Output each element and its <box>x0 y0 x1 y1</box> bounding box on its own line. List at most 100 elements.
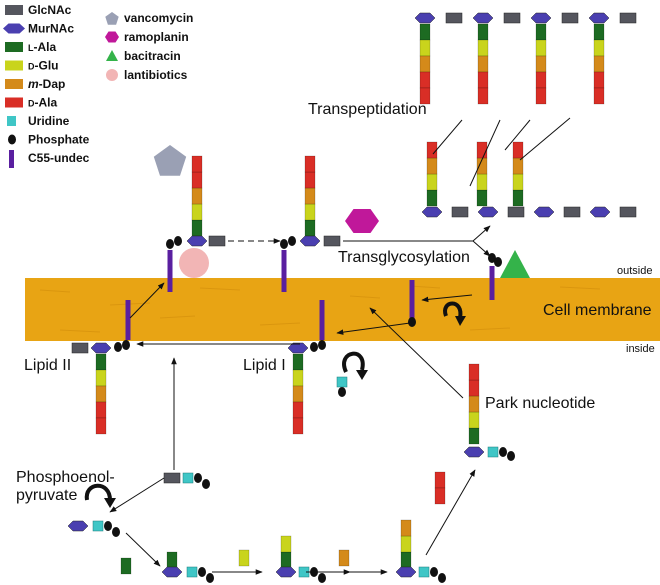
phosphate-unit <box>288 236 296 246</box>
legend-label-mdap: m-Dap <box>28 77 65 91</box>
udp-glcnac <box>163 472 210 489</box>
legend-label-rest: -Dap <box>39 77 66 91</box>
curved-arrow-pep <box>84 483 112 501</box>
lala-unit <box>191 219 203 237</box>
udp-murnac <box>67 520 120 537</box>
lala-unit <box>512 189 524 207</box>
legend-label-dglu: D-Glu <box>28 59 59 73</box>
lala-unit <box>280 551 292 569</box>
arrow-recycle-down <box>336 322 411 335</box>
phosphate-unit <box>499 447 507 457</box>
dala-unit <box>419 87 431 105</box>
pep-label-line1: Phosphoenol- <box>16 469 115 486</box>
murnac-unit <box>414 12 436 24</box>
phosphate-unit <box>166 239 174 249</box>
legend-label-rest: -Ala <box>34 40 57 54</box>
dala-unit <box>476 141 488 159</box>
antibiotic-legend: vancomycinramoplaninbacitracinlantibioti… <box>105 11 193 82</box>
curved-arrows <box>84 301 463 501</box>
dala-unit <box>477 87 489 105</box>
glcnac-unit <box>71 342 89 354</box>
legend-label-c55: C55-undec <box>28 151 90 165</box>
dglu-unit <box>95 369 107 387</box>
dala-unit <box>593 71 605 89</box>
lala-unit <box>292 353 304 371</box>
dglu-unit <box>468 411 480 429</box>
crosslink-1 <box>432 119 463 155</box>
dala-unit <box>593 87 605 105</box>
lipid-i-inside <box>287 300 326 435</box>
murnac-unit <box>530 12 552 24</box>
mdap-unit <box>191 187 203 205</box>
dala-unit <box>95 401 107 419</box>
legend-item-uridine: Uridine <box>7 114 70 128</box>
lala-unit <box>476 189 488 207</box>
dala-unit <box>477 71 489 89</box>
mdap-unit <box>400 519 412 537</box>
lipid-ii-outside <box>153 145 226 292</box>
phosphate-unit <box>104 521 112 531</box>
phosphate-unit <box>318 340 326 350</box>
transpeptidation-label: Transpeptidation <box>308 101 427 118</box>
legend-item-murnac: MurNAc <box>3 22 74 36</box>
phosphate-unit <box>122 340 130 350</box>
bacitracin-icon <box>106 50 118 61</box>
undecaprenyl-p <box>408 280 416 327</box>
antibiotic-item-bacitracin: bacitracin <box>106 49 181 63</box>
c55-undec-chain <box>167 250 173 292</box>
transglycosylation-label: Transglycosylation <box>338 249 470 266</box>
udp-murnac-ala <box>161 551 214 583</box>
c55-undec-chain <box>125 300 131 340</box>
legend-label-prefix: L <box>28 43 34 53</box>
glcnac-unit <box>507 206 525 218</box>
park-nucleotide-label: Park nucleotide <box>485 395 595 412</box>
phosphate-unit <box>318 573 326 583</box>
legend-label-rest: -Ala <box>35 96 58 110</box>
murnac-unit <box>533 206 555 218</box>
legend-label-prefix: D <box>28 99 35 109</box>
crosslink-4 <box>519 117 571 161</box>
dala-unit <box>434 471 446 489</box>
glcnac-swatch <box>5 5 23 15</box>
bacitracin-bound <box>500 250 530 278</box>
murnac-unit <box>275 566 297 578</box>
mdap-unit <box>95 385 107 403</box>
dala-unit <box>468 379 480 397</box>
mdap-unit <box>535 55 547 73</box>
legend-item-lala: L-Ala <box>5 40 56 54</box>
dglu-unit <box>593 39 605 57</box>
vancomycin-bound <box>153 145 187 176</box>
murnac-unit <box>299 235 321 247</box>
cell-membrane-label: Cell membrane <box>543 302 652 319</box>
legend-label-lala: L-Ala <box>28 40 56 54</box>
udp-murnac-dipeptide <box>275 535 326 583</box>
lantibiotic-bound <box>179 248 209 278</box>
glcnac-unit <box>451 206 469 218</box>
phosphate-unit <box>114 342 122 352</box>
curved-arrow-membrane <box>443 301 463 319</box>
arrow-tg-up <box>472 225 491 242</box>
undecaprenyl-pp <box>488 250 530 300</box>
legend-item-phosphate: Phosphate <box>8 133 90 147</box>
arrow-to-park <box>425 469 476 556</box>
glcnac-unit <box>619 12 637 24</box>
uridine-swatch <box>7 116 16 126</box>
dala-unit <box>292 417 304 435</box>
murnac-unit <box>67 520 89 532</box>
park-nucleotide <box>463 363 515 461</box>
legend-item-dglu: D-Glu <box>5 59 59 73</box>
glycan-strand-top <box>414 12 637 105</box>
murnac-unit <box>287 342 309 354</box>
legend-label-glcnac: GlcNAc <box>28 3 72 17</box>
murnac-unit <box>186 235 208 247</box>
dglu-unit <box>292 369 304 387</box>
ramoplanin-icon <box>105 31 119 43</box>
murnac-unit <box>589 206 611 218</box>
c55-undec-chain <box>319 300 325 340</box>
murnac-unit <box>477 206 499 218</box>
dglu-unit <box>477 39 489 57</box>
mdap-unit <box>292 385 304 403</box>
inside-label: inside <box>626 343 655 355</box>
c55-swatch <box>9 150 14 168</box>
lantibiotics-icon <box>106 69 118 81</box>
